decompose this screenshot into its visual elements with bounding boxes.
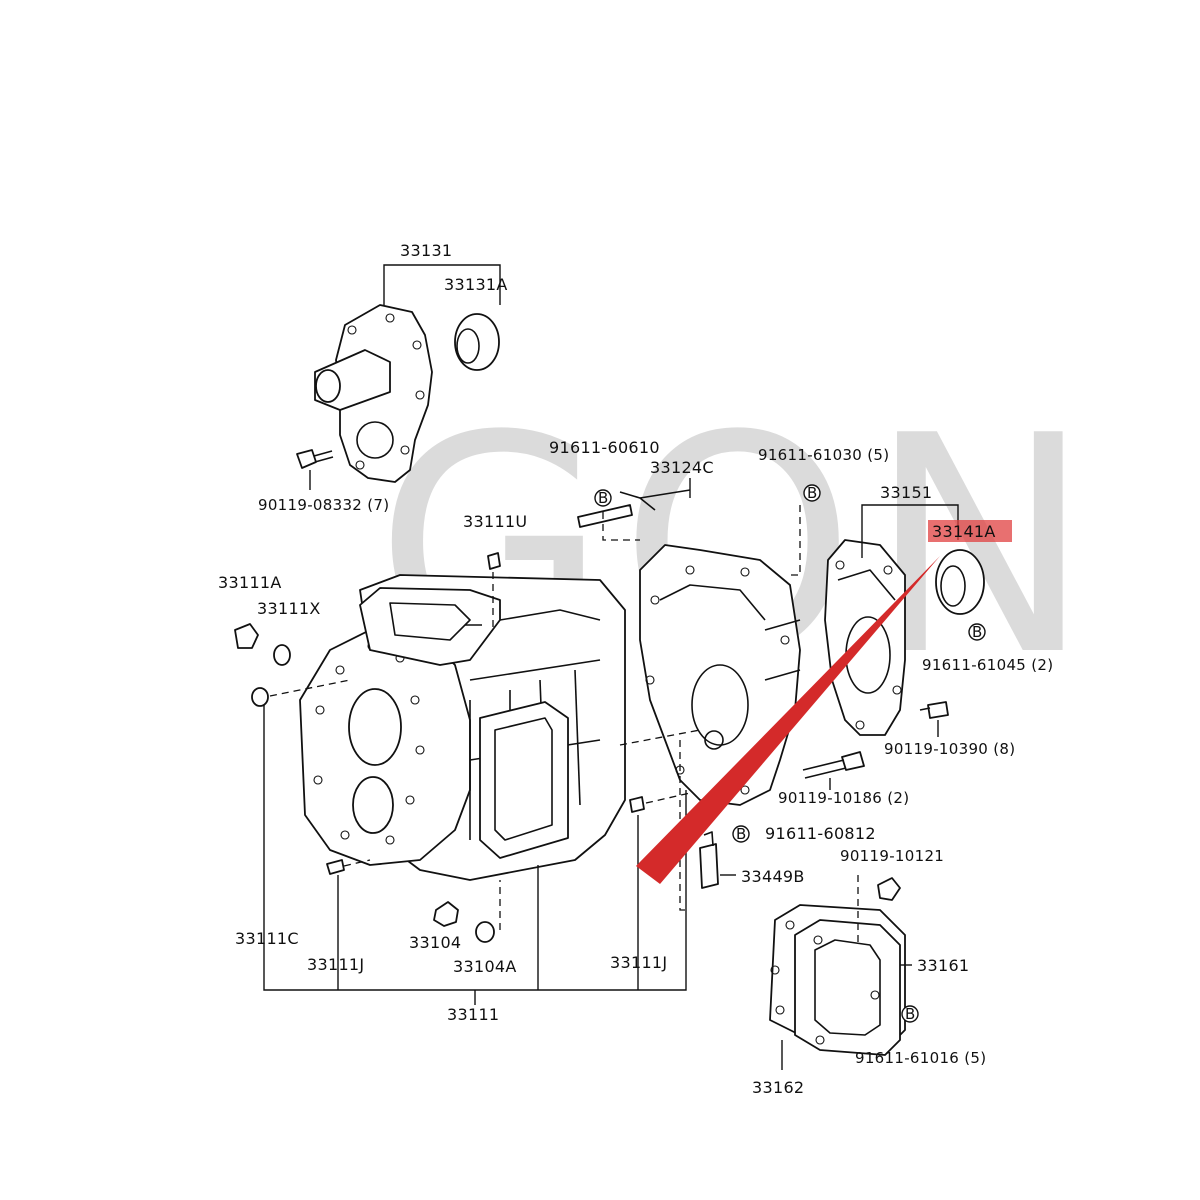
label-91611-61045: 91611-61045 (2) — [922, 656, 1053, 674]
washer-33104A — [475, 921, 495, 943]
svg-text:B: B — [598, 489, 609, 507]
extension-housing-33131 — [314, 304, 433, 483]
label-33151: 33151 — [880, 483, 932, 502]
oil-seal-33131A — [454, 313, 500, 371]
bolt-90119-10390 — [919, 701, 949, 719]
svg-text:B: B — [736, 825, 747, 843]
label-91611-60812: 91611-60812 — [765, 824, 876, 843]
svg-text:B: B — [905, 1005, 916, 1023]
pin-33111C — [326, 859, 345, 875]
label-33124C: 33124C — [650, 458, 714, 477]
label-33162: 33162 — [752, 1078, 804, 1097]
bolt-90119-10186 — [802, 751, 865, 779]
gasket-33111X — [273, 644, 291, 666]
bolt-90119-08332 — [296, 449, 334, 469]
label-33111X: 33111X — [257, 599, 321, 618]
label-91611-61030: 91611-61030 (5) — [758, 446, 889, 464]
bolt-marker-91611-60812: B — [732, 825, 750, 843]
dowel-pin-33111U — [487, 552, 501, 570]
label-33104A: 33104A — [453, 957, 517, 976]
label-33111: 33111 — [447, 1005, 499, 1024]
label-90119-10121: 90119-10121 — [840, 847, 944, 865]
svg-text:B: B — [807, 484, 818, 502]
plug-33111A — [234, 623, 259, 649]
bolt-marker-91611-61016: B — [901, 1005, 919, 1023]
bolt-90119-10121 — [877, 877, 901, 901]
bolt-marker-91611-61045: B — [968, 623, 986, 641]
label-33449B: 33449B — [741, 867, 805, 886]
label-33111U: 33111U — [463, 512, 527, 531]
lock-33449B — [699, 831, 719, 889]
label-33161: 33161 — [917, 956, 969, 975]
pin-33111J-right — [629, 796, 645, 813]
shift-rod-33124C — [577, 489, 691, 528]
retainer-33161 — [794, 919, 901, 1056]
label-90119-10390: 90119-10390 (8) — [884, 740, 1015, 758]
label-91611-60610: 91611-60610 — [549, 438, 660, 457]
label-33141A: 33141A — [932, 522, 996, 541]
label-33131A: 33131A — [444, 275, 508, 294]
nut-33104 — [433, 901, 459, 927]
label-33111A: 33111A — [218, 573, 282, 592]
label-90119-10186: 90119-10186 (2) — [778, 789, 909, 807]
label-33111J-right: 33111J — [610, 953, 667, 972]
label-33111C: 33111C — [235, 929, 299, 948]
oil-seal-33141A — [935, 549, 985, 615]
transmission-case-33111 — [299, 574, 626, 881]
label-33131: 33131 — [400, 241, 452, 260]
highlight-arrow — [636, 556, 940, 884]
plug-left — [251, 687, 269, 707]
bolt-marker-91611-60610: B — [594, 489, 612, 507]
leader-33131 — [383, 264, 501, 305]
bolt-marker-91611-61030: B — [803, 484, 821, 502]
label-33104: 33104 — [409, 933, 461, 952]
label-90119-08332: 90119-08332 (7) — [258, 496, 389, 514]
intermediate-plate — [639, 544, 801, 806]
label-91611-61016: 91611-61016 (5) — [855, 1049, 986, 1067]
svg-text:B: B — [972, 623, 983, 641]
highlight-box-33141A — [928, 520, 1012, 542]
label-33111J-left: 33111J — [307, 955, 364, 974]
